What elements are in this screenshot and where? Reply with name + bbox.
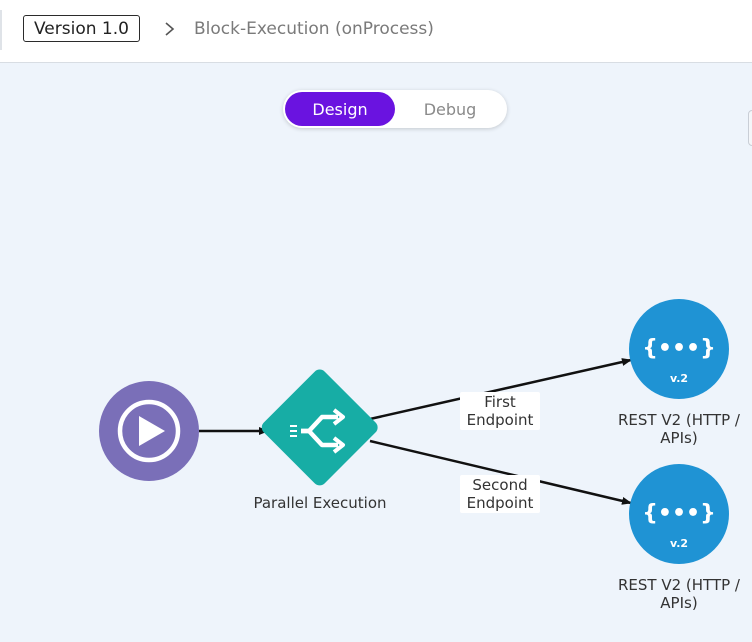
- rest-v2-node-1[interactable]: {•••} v.2: [629, 299, 729, 399]
- rest-node-1-label: REST V2 (HTTP / APIs): [618, 411, 740, 447]
- edge-label-line: Second: [472, 476, 528, 494]
- parallel-execution-node[interactable]: [259, 367, 381, 489]
- tab-debug[interactable]: Debug: [423, 99, 477, 119]
- chevron-right-icon: [165, 22, 175, 36]
- rest-node-2-label: REST V2 (HTTP / APIs): [618, 576, 740, 612]
- rest-version-badge: v.2: [670, 537, 688, 550]
- rest-api-icon: {•••}: [642, 501, 716, 526]
- parallel-execution-label: Parallel Execution: [253, 494, 387, 512]
- tab-design[interactable]: Design: [285, 92, 395, 126]
- breadcrumb-title: Block-Execution (onProcess): [194, 19, 434, 39]
- mode-toggle: Design Debug: [283, 90, 507, 128]
- edge-label-line: Endpoint: [466, 494, 534, 512]
- left-edge-divider: [0, 10, 2, 50]
- rest-api-icon: {•••}: [642, 336, 716, 361]
- edge-label-line: First: [484, 393, 516, 411]
- rest-v2-node-2[interactable]: {•••} v.2: [629, 464, 729, 564]
- edge-label-first-endpoint[interactable]: First Endpoint: [460, 392, 540, 430]
- start-node[interactable]: [99, 381, 199, 481]
- parallel-arrows-icon: [290, 408, 345, 454]
- edge-label-line: Endpoint: [466, 411, 534, 429]
- rest-version-badge: v.2: [670, 372, 688, 385]
- edge-first-endpoint[interactable]: [369, 358, 632, 421]
- side-panel-handle[interactable]: [748, 110, 752, 146]
- flow-canvas[interactable]: Design Debug: [0, 63, 752, 642]
- top-bar: Version 1.0 Block-Execution (onProcess): [0, 0, 752, 63]
- play-icon: [117, 399, 181, 463]
- version-badge[interactable]: Version 1.0: [23, 15, 140, 42]
- edge-label-second-endpoint[interactable]: Second Endpoint: [460, 475, 540, 513]
- edge-second-endpoint[interactable]: [369, 439, 632, 505]
